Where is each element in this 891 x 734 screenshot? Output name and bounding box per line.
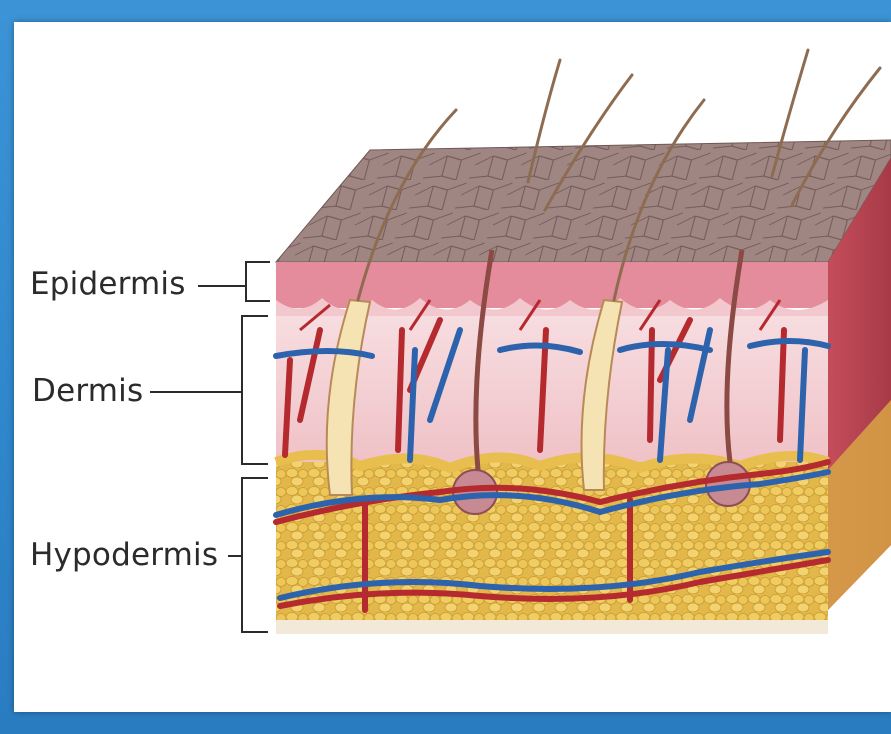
hypodermis-bracket: [242, 478, 268, 632]
dermis-label: Dermis: [32, 373, 143, 409]
epidermis-label: Epidermis: [30, 266, 186, 302]
bracket-lines: [150, 262, 270, 632]
epidermis-bracket: [246, 262, 270, 301]
skin-surface: [276, 140, 891, 262]
dermis-bracket: [242, 316, 268, 464]
hypodermis-label: Hypodermis: [30, 537, 218, 573]
